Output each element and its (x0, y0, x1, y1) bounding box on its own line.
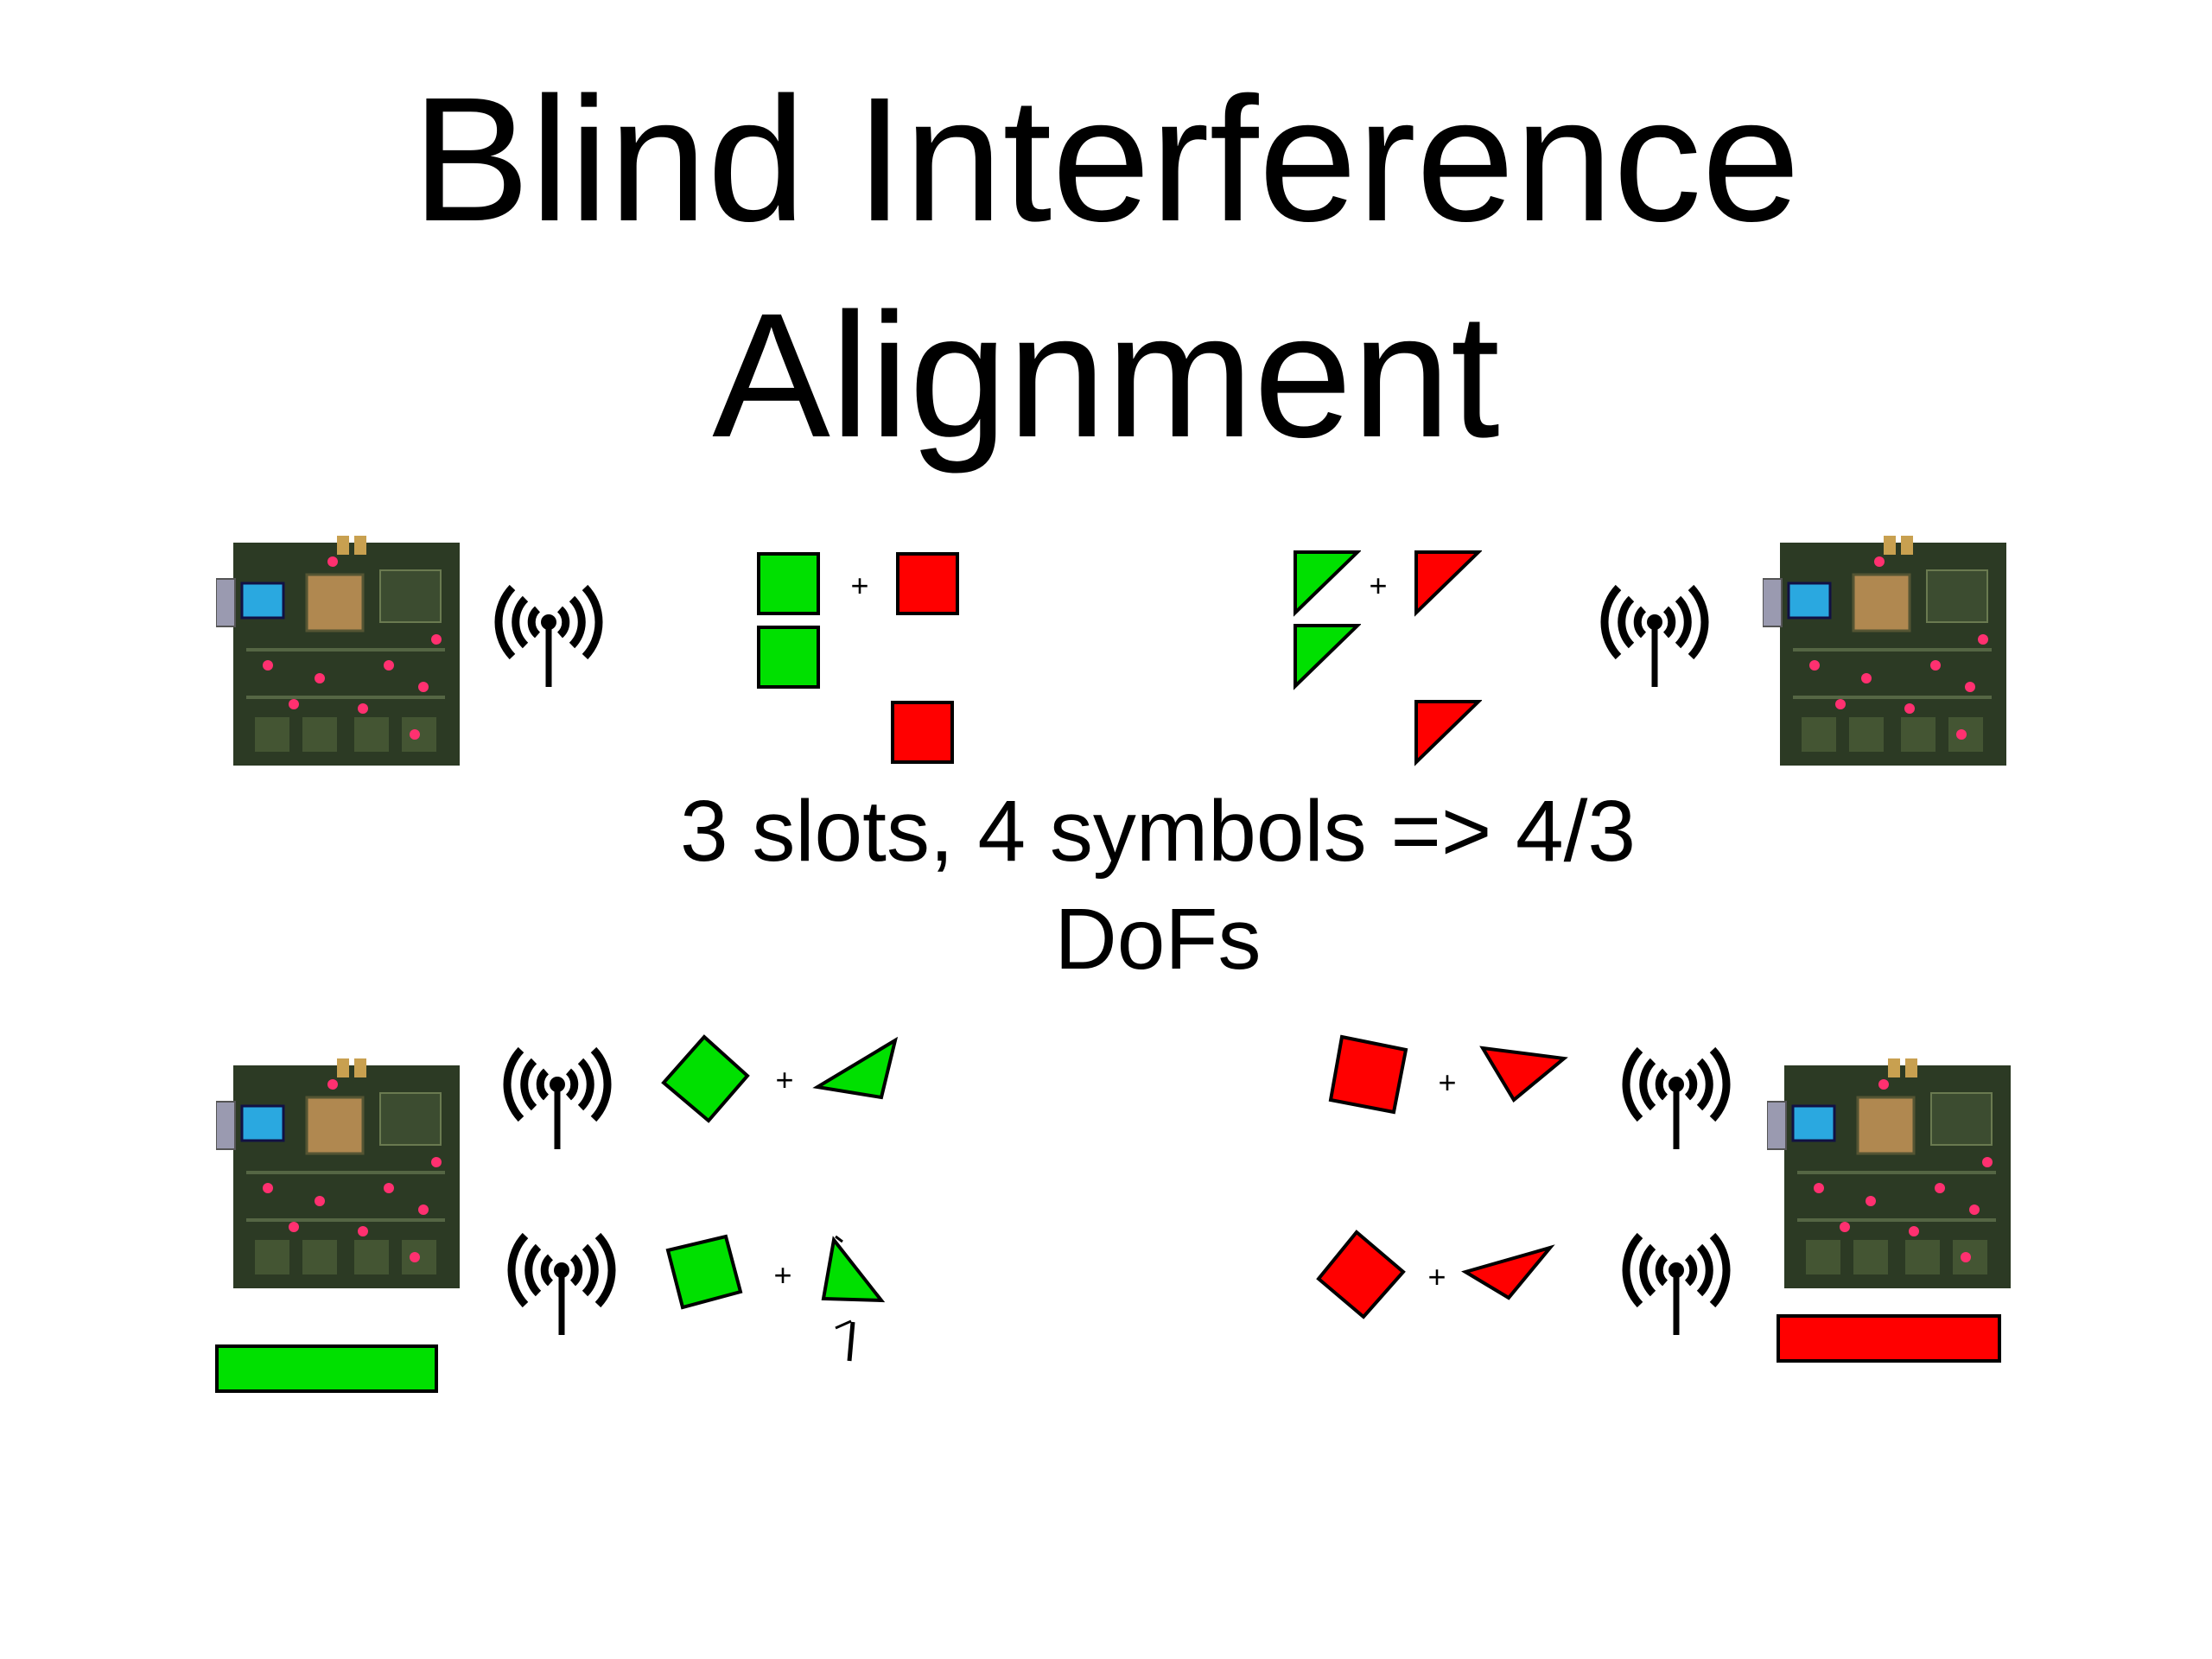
antenna-icon (1611, 1037, 1741, 1154)
rate-bar-green (215, 1344, 438, 1393)
square-symbol-green-2 (757, 626, 820, 689)
square-symbol-green-rotated (665, 1234, 743, 1310)
board-photo-rx-right (1767, 1058, 2012, 1290)
triangle-symbol-green-1 (1294, 550, 1361, 617)
triangle-symbol-green-rotated (812, 1037, 899, 1100)
title-line-2: Alignment (712, 276, 1500, 474)
antenna-icon (1611, 1223, 1741, 1339)
triangle-symbol-red-2 (1414, 700, 1482, 766)
plus-sign: + (1427, 1259, 1446, 1294)
square-symbol-red-rotated (1328, 1034, 1408, 1115)
antenna-icon (1590, 575, 1719, 691)
square-symbol-red-rotated (1316, 1230, 1406, 1319)
square-symbol-red-2 (891, 701, 954, 764)
board-photo-tx-left (216, 536, 461, 767)
plus-sign: + (1438, 1065, 1457, 1100)
triangle-symbol-red-rotated (1461, 1244, 1555, 1300)
board-photo-rx-left (216, 1058, 461, 1290)
board-photo-tx-right (1763, 536, 2008, 767)
rate-bar-red (1777, 1314, 2001, 1363)
antenna-icon (497, 1223, 626, 1339)
triangle-symbol-green-2 (1294, 624, 1361, 690)
square-symbol-red-1 (896, 552, 959, 615)
antenna-icon (493, 1037, 622, 1154)
antenna-icon (484, 575, 613, 691)
plus-sign: + (850, 568, 869, 603)
square-symbol-green-rotated (661, 1034, 750, 1123)
square-symbol-green-1 (757, 552, 820, 615)
dof-caption: 3 slots, 4 symbols => 4/3 DoFs (484, 778, 1832, 994)
plus-sign: + (773, 1257, 792, 1293)
title-line-1: Blind Interference (411, 60, 1801, 258)
triangle-symbol-red-1 (1414, 550, 1482, 617)
caption-line-1: 3 slots, 4 symbols => 4/3 (679, 783, 1637, 880)
triangle-symbol-green-rotated (821, 1235, 886, 1362)
plus-sign: + (1369, 568, 1388, 603)
plus-sign: + (775, 1062, 794, 1097)
triangle-symbol-red-rotated (1479, 1046, 1568, 1103)
caption-line-2: DoFs (1054, 891, 1262, 988)
slide-title: Blind Interference Alignment (0, 52, 2212, 484)
